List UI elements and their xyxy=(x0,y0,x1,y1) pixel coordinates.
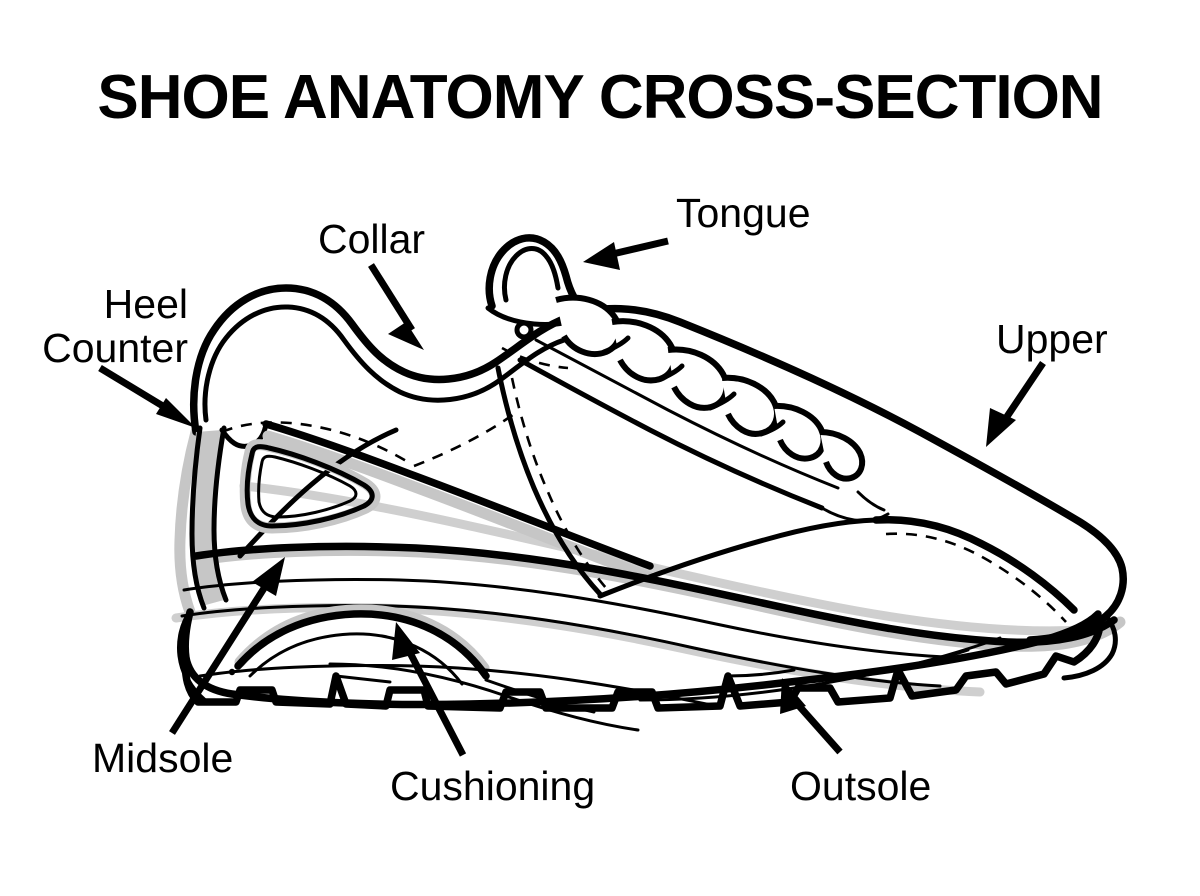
eyestay-upper-edge xyxy=(534,338,840,490)
outsole-arrow xyxy=(780,678,843,755)
heel-bottom-curve xyxy=(177,609,207,703)
collar-stitch-dashes xyxy=(221,421,409,464)
lace-cross-1 xyxy=(601,335,631,355)
outsole-upper-seam xyxy=(198,664,718,708)
label-midsole: Midsole xyxy=(92,735,233,781)
midsole-arrow xyxy=(169,557,285,735)
label-tongue: Tongue xyxy=(676,190,811,236)
tongue-outline xyxy=(485,234,590,316)
lace-cross-4 xyxy=(758,419,786,437)
label-cushioning: Cushioning xyxy=(390,763,595,809)
label-heel-counter-line1: Heel xyxy=(104,281,188,327)
heel-counter-back-edge xyxy=(189,425,207,611)
heel-panel-diagonal xyxy=(237,427,399,559)
lace-cross-3 xyxy=(707,391,737,411)
toe-cap-seam xyxy=(872,515,1078,614)
heel-panel-gray-sweep xyxy=(262,430,658,584)
figure-title: SHOE ANATOMY CROSS-SECTION xyxy=(97,63,1102,132)
outsole-lug-line-1 xyxy=(896,648,970,672)
collar-arrow xyxy=(368,263,424,350)
upper-arrow xyxy=(986,361,1046,447)
toe-cap-stitch xyxy=(885,532,1067,623)
tongue-arrow xyxy=(583,237,669,270)
midsole-upper-outline xyxy=(192,542,1118,647)
lace-loop-6 xyxy=(819,429,866,482)
lace-cross-2 xyxy=(655,363,685,383)
throat-panel-stitch xyxy=(510,377,607,589)
heel-counter-front-edge xyxy=(211,425,229,603)
midsole-mid-line-2 xyxy=(180,604,942,688)
heel-window-inner-outline xyxy=(257,454,358,519)
label-outsole: Outsole xyxy=(790,763,931,809)
shoe-drawing xyxy=(171,234,1127,732)
label-heel-counter-line2: Counter xyxy=(42,325,188,371)
lace-loop-4 xyxy=(721,374,780,437)
outsole-lug-line-2 xyxy=(726,668,796,678)
toe-front-edge xyxy=(1061,613,1118,681)
cushion-pod-outline xyxy=(234,610,490,680)
outsole-lug-line-3 xyxy=(334,674,392,684)
throat-stitch-dashes xyxy=(413,412,515,468)
heel-panel-top-sweep xyxy=(262,420,654,570)
eyestay-lower-edge xyxy=(517,357,825,511)
lace-loop-5 xyxy=(773,402,827,462)
label-upper: Upper xyxy=(996,316,1108,362)
heel-window-outline xyxy=(244,444,375,529)
midsole-mid-line xyxy=(182,578,970,660)
cushion-pod-inner xyxy=(248,632,464,686)
tongue-inner-fold xyxy=(501,246,561,303)
heel-counter-gray-wedge xyxy=(190,430,224,606)
cushioning-arrow xyxy=(392,622,467,757)
heel-counter-arrow xyxy=(98,365,196,428)
eyelet-panel-stitch xyxy=(501,346,569,370)
outsole-dot-detail xyxy=(228,668,236,676)
label-collar: Collar xyxy=(318,216,425,262)
callout-arrows xyxy=(98,237,1046,757)
lace-group xyxy=(555,294,866,482)
vamp-notch-detail xyxy=(856,490,886,512)
